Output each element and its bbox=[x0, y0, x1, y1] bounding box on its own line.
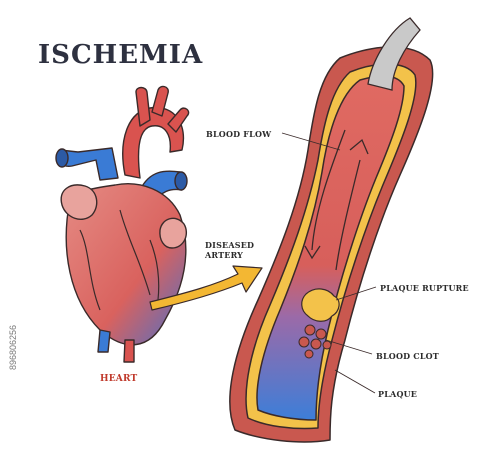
descending-aorta bbox=[123, 339, 135, 363]
inflow-vessel bbox=[367, 17, 421, 91]
stock-id: 896806256 bbox=[8, 324, 18, 370]
artery-lumen bbox=[256, 75, 405, 421]
label-diseased: DISEASED bbox=[205, 240, 255, 250]
plaque-rupture bbox=[301, 288, 340, 322]
label-diseased-artery: DISEASED ARTERY bbox=[205, 240, 254, 260]
artery-illustration bbox=[229, 46, 434, 443]
blood-flow-arrows bbox=[304, 129, 369, 271]
inferior-vena-cava bbox=[97, 329, 111, 353]
page-title: ISCHEMIA bbox=[38, 40, 204, 70]
label-blood-flow: BLOOD FLOW bbox=[206, 129, 272, 139]
coronary-vessel-1 bbox=[79, 229, 101, 311]
pointer-arrow bbox=[149, 265, 263, 311]
label-plaque: PLAQUE bbox=[378, 389, 418, 399]
left-atrium bbox=[60, 184, 98, 220]
right-atrium bbox=[159, 217, 188, 249]
aorta-branch-3 bbox=[167, 107, 190, 133]
aorta bbox=[122, 106, 185, 179]
leader-lines bbox=[281, 132, 377, 394]
label-plaque-rupture: PLAQUE RUPTURE bbox=[380, 283, 469, 293]
label-artery: ARTERY bbox=[205, 250, 244, 260]
label-heart: HEART bbox=[100, 374, 138, 384]
coronary-vessel-3 bbox=[149, 239, 160, 301]
aorta-branch-1 bbox=[135, 86, 151, 127]
coronary-vessel-2 bbox=[119, 209, 151, 296]
aorta-branch-2 bbox=[151, 85, 169, 117]
heart-illustration bbox=[55, 85, 190, 363]
blood-clot bbox=[298, 324, 332, 359]
label-blood-clot: BLOOD CLOT bbox=[376, 351, 439, 361]
